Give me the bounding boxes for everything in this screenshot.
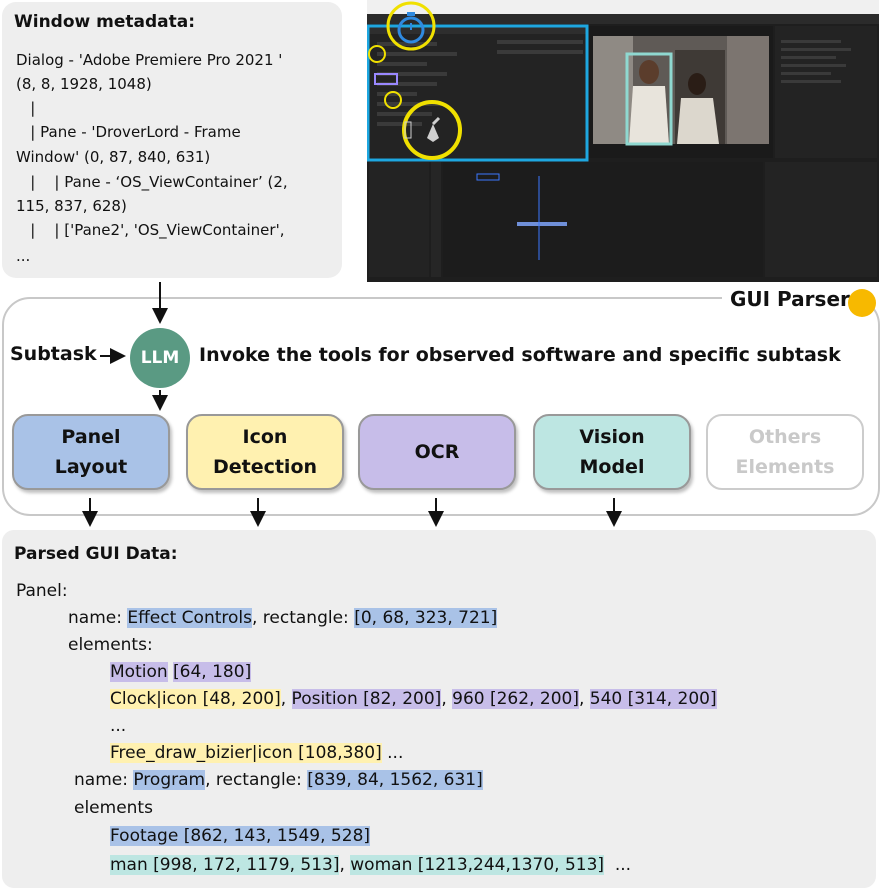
metadata-line: | Pane - 'DroverLord - Frame	[16, 123, 241, 141]
elements-label: elements:	[68, 635, 153, 655]
element-clock: Clock|icon	[110, 689, 198, 709]
element-woman-coords: [1213,244,1370, 513]	[417, 855, 605, 875]
name-label: name:	[74, 770, 134, 790]
parsed-data-title: Parsed GUI Data:	[14, 544, 178, 564]
element-row: Motion [64, 180]	[110, 660, 252, 684]
ellipsis: ...	[387, 743, 404, 763]
metadata-line: 115, 837, 628)	[16, 197, 127, 215]
element-man-coords: [998, 172, 1179, 513]	[153, 855, 340, 875]
metadata-line: | | ['Pane2', 'OS_ViewContainer',	[16, 221, 285, 239]
element-position: Position	[291, 689, 358, 709]
tool-label: Model	[579, 456, 645, 478]
element-540: 540	[589, 689, 623, 709]
clock-icon	[397, 16, 425, 44]
tool-ocr: OCR	[358, 414, 516, 490]
panel-2-rect: [839, 84, 1562, 631]	[307, 770, 483, 790]
name-label: name:	[68, 608, 128, 628]
metadata-line: (8, 8, 1928, 1048)	[16, 75, 152, 93]
metadata-line: Dialog - 'Adobe Premiere Pro 2021 '	[16, 51, 283, 69]
llm-node: LLM	[130, 328, 190, 388]
metadata-line: ...	[16, 247, 31, 265]
tool-label: OCR	[414, 441, 460, 463]
metadata-line: Window' (0, 87, 840, 631)	[16, 148, 211, 166]
element-footage: Footage	[110, 826, 179, 846]
pen-tool-icon	[427, 116, 441, 142]
elements-label: elements	[74, 798, 153, 818]
element-woman: woman	[350, 855, 413, 875]
gui-parser-label: GUI Parser	[722, 287, 858, 311]
metadata-line: |	[16, 99, 36, 117]
panel-1-row: name: Effect Controls, rectangle: [0, 68…	[68, 606, 498, 630]
element-motion: Motion	[110, 662, 168, 682]
panel-2-row: name: Program, rectangle: [839, 84, 1562…	[74, 768, 483, 792]
rect-label: , rectangle:	[205, 770, 308, 790]
window-metadata-title: Window metadata:	[14, 12, 196, 32]
element-position-coords: [82, 200]	[363, 689, 442, 709]
premiere-screenshot-drawing	[367, 0, 879, 282]
element-540-coords: [314, 200]	[627, 689, 717, 709]
metadata-line: | | Pane - ‘OS_ViewContainer’ (2,	[16, 173, 288, 191]
tool-label: Vision	[579, 426, 645, 448]
element-row: Footage [862, 143, 1549, 528]	[110, 824, 371, 848]
element-row: Free_draw_bizier|icon [108,380] ...	[110, 741, 403, 765]
tool-label: Icon	[242, 426, 288, 448]
element-freedraw: Free_draw_bizier|icon	[110, 743, 293, 763]
element-clock-coords: [48, 200]	[202, 689, 281, 709]
element-row: man [998, 172, 1179, 513], woman [1213,2…	[110, 855, 632, 875]
panel-1-name: Effect Controls	[127, 608, 252, 628]
panel-1-rect: [0, 68, 323, 721]	[354, 608, 498, 628]
element-row: Clock|icon [48, 200], Position [82, 200]…	[110, 689, 717, 709]
premiere-screenshot	[367, 0, 879, 282]
element-footage-coords: [862, 143, 1549, 528]	[183, 826, 371, 846]
llm-label: LLM	[140, 348, 180, 368]
subtask-label: Subtask	[10, 343, 97, 365]
element-freedraw-coords: [108,380]	[298, 743, 382, 763]
tool-label: Layout	[54, 456, 128, 478]
element-man: man	[110, 855, 148, 875]
tool-label: Others	[748, 426, 822, 448]
tool-label: Detection	[212, 456, 318, 478]
window-metadata-box	[2, 2, 342, 278]
panel-label: Panel:	[16, 581, 68, 601]
tool-label: Panel	[61, 426, 121, 448]
element-motion-coords: [64, 180]	[173, 662, 252, 682]
invoke-description: Invoke the tools for observed software a…	[199, 344, 841, 366]
ellipsis: ...	[110, 716, 127, 736]
element-960-coords: [262, 200]	[489, 689, 579, 709]
tool-label: Elements	[735, 456, 835, 478]
status-dot-icon	[848, 289, 876, 317]
ellipsis: ...	[614, 855, 632, 875]
panel-2-name: Program	[133, 770, 206, 790]
rect-label: , rectangle:	[251, 608, 355, 628]
element-960: 960	[452, 689, 485, 709]
